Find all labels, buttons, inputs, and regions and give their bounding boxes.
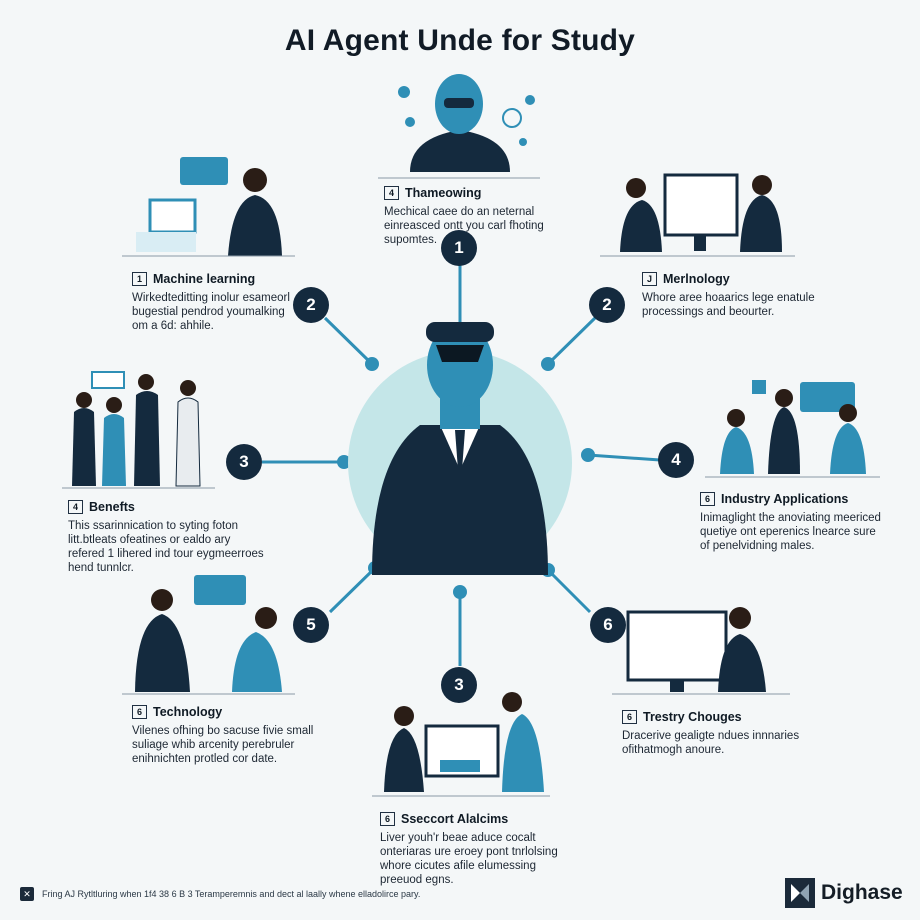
section-machine-learning: 1 Machine learning Wirkedteditting inolur… [132, 272, 322, 333]
section-index: 6 [380, 812, 395, 826]
section-description: Mechical caee do an neternal einreasced … [384, 206, 544, 246]
section-description: Vilenes ofhing bo sacuse fivie small sul… [132, 725, 314, 765]
step-badge: 3 [441, 667, 477, 703]
section-heading: Technology [153, 705, 223, 719]
section-index: 4 [68, 500, 83, 514]
section-description: Liver youh'r beae aduce cocalt onteriara… [380, 832, 558, 886]
step-badge: 3 [226, 444, 262, 480]
section-description: This ssarinnication to syting foton litt… [68, 520, 264, 574]
step-badge: 6 [590, 607, 626, 643]
meeting-scene [600, 173, 795, 257]
section-heading: Trestry Chouges [643, 710, 742, 724]
footer: ✕ Fring AJ Rytltluring when 1f4 38 6 B 3… [20, 887, 420, 901]
footer-text: Fring AJ Rytltluring when 1f4 38 6 B 3 T… [42, 889, 421, 899]
connector-lines [262, 256, 661, 666]
section-heading: Benefts [89, 500, 135, 514]
step-badge: 2 [589, 287, 625, 323]
footer-logo-icon: ✕ [20, 887, 34, 901]
brand-logo[interactable]: Dighase [785, 878, 903, 908]
step-badge: 5 [293, 607, 329, 643]
group-people-scene [62, 371, 215, 489]
section-heading: Merlnology [663, 272, 730, 286]
section-description: Whore aree hoaarics lege enatule process… [642, 292, 815, 318]
section-index: 6 [700, 492, 715, 506]
step-badge: 1 [441, 230, 477, 266]
section-benefts: 4 Benefts This ssarinnication to syting f… [68, 500, 278, 575]
section-index: 4 [384, 186, 399, 200]
section-heading: Machine learning [153, 272, 256, 286]
section-technology: 6 Technology Vilenes ofhing bo sacuse fiv… [132, 705, 332, 766]
conversation-scene [122, 575, 295, 695]
ai-head-illustration [378, 74, 540, 179]
section-index: 6 [132, 705, 147, 719]
section-trestry-chouges: 6 Trestry Chouges Dracerive gealigte ndue… [622, 710, 822, 757]
central-agent-figure [348, 322, 572, 575]
section-index: J [642, 272, 657, 286]
section-index: 6 [622, 710, 637, 724]
handshake-scene [705, 380, 880, 478]
page-title: AI Agent Unde for Study [284, 24, 636, 57]
section-heading: Thameowing [405, 186, 482, 200]
section-industry-applications: 6 Industry Applications Inimaglight the a… [700, 492, 900, 553]
section-heading: Industry Applications [721, 492, 849, 506]
section-heading: Sseccort Alalcims [401, 812, 509, 826]
step-badge: 2 [293, 287, 329, 323]
computer-work-scene [372, 692, 550, 797]
step-badge: 4 [658, 442, 694, 478]
section-description: Wirkedteditting inolur esameorl bugestia… [132, 292, 290, 332]
section-thameowing: 4 Thameowing Mechical caee do an neternal… [384, 186, 564, 247]
machine-learning-scene [122, 157, 295, 257]
section-index: 1 [132, 272, 147, 286]
section-description: Inimaglight the anoviating meericed quet… [700, 512, 881, 552]
monitor-presentation-scene [612, 607, 790, 695]
section-description: Dracerive gealigte ndues innnaries ofith… [622, 730, 800, 756]
brand-name: Dighase [821, 881, 903, 904]
section-sseccort-alalcims: 6 Sseccort Alalcims Liver youh'r beae adu… [380, 812, 580, 887]
brand-mark-icon [785, 878, 815, 908]
section-merlnology: J Merlnology Whore aree hoaarics lege ena… [642, 272, 842, 319]
